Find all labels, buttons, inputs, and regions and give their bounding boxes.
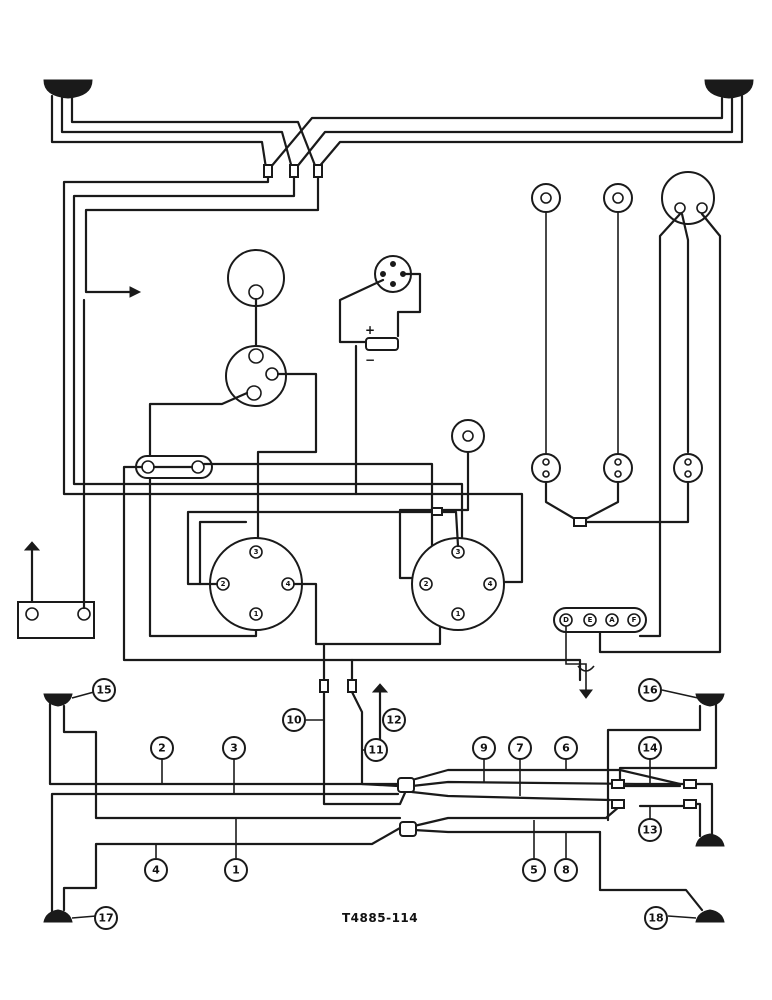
switch-right: 3 2 4 1: [411, 507, 505, 631]
callout-4: 4: [144, 858, 168, 882]
polarity-plug: [365, 337, 399, 351]
svg-text:2: 2: [221, 580, 226, 588]
svg-text:13: 13: [642, 824, 657, 837]
callout-8: 8: [554, 858, 578, 882]
connector-top-1: [263, 164, 273, 178]
ground-arrow-icon: [579, 689, 593, 699]
callout-10: 10: [282, 708, 306, 732]
minus-sign: −: [365, 353, 375, 367]
battery: [17, 298, 95, 639]
svg-text:6: 6: [562, 742, 570, 755]
svg-text:2: 2: [158, 742, 166, 755]
svg-text:15: 15: [96, 684, 111, 697]
svg-text:4: 4: [286, 580, 291, 588]
callout-11: 11: [364, 738, 388, 762]
svg-text:E: E: [588, 616, 593, 624]
connector-top-2: [289, 164, 299, 178]
svg-text:4: 4: [488, 580, 493, 588]
arrow-icon: [129, 286, 142, 298]
callout-16: 16: [638, 678, 662, 702]
right-lamps: D E A F: [531, 171, 722, 699]
callout-17: 17: [94, 906, 118, 930]
callout-7: 7: [508, 736, 532, 760]
plus-sign: +: [365, 323, 375, 337]
headlamp-left: [43, 79, 93, 99]
junction-block: [553, 607, 647, 633]
callout-12: 12: [382, 708, 406, 732]
callout-2: 2: [150, 736, 174, 760]
svg-text:1: 1: [232, 864, 240, 877]
callout-13: 13: [638, 818, 662, 842]
headlamp-right: [704, 79, 754, 99]
connector-top-3: [313, 164, 323, 178]
center-components: + −: [122, 249, 582, 682]
svg-text:14: 14: [642, 742, 658, 755]
svg-text:4: 4: [152, 864, 160, 877]
top-harness: [43, 79, 754, 584]
drawing-number: T4885-114: [342, 911, 418, 925]
svg-text:8: 8: [562, 864, 570, 877]
callout-5: 5: [522, 858, 546, 882]
svg-text:D: D: [563, 616, 569, 624]
ground-icon: [23, 541, 41, 551]
callout-3: 3: [222, 736, 246, 760]
callout-18: 18: [644, 906, 668, 930]
lower-harness: [43, 642, 725, 923]
rotary-switch: [225, 345, 287, 407]
svg-text:18: 18: [648, 912, 663, 925]
svg-text:10: 10: [286, 714, 302, 727]
svg-text:16: 16: [642, 684, 658, 697]
svg-text:9: 9: [480, 742, 488, 755]
svg-text:1: 1: [254, 610, 259, 618]
svg-text:3: 3: [230, 742, 238, 755]
svg-text:1: 1: [456, 610, 461, 618]
switch-left: 3 2 4 1: [186, 510, 460, 646]
svg-text:2: 2: [424, 580, 429, 588]
svg-text:3: 3: [456, 548, 461, 556]
callout-15: 15: [92, 678, 116, 702]
svg-text:A: A: [609, 616, 615, 624]
svg-text:F: F: [632, 616, 637, 624]
svg-text:3: 3: [254, 548, 259, 556]
svg-text:12: 12: [386, 714, 401, 727]
svg-text:11: 11: [368, 744, 383, 757]
svg-text:5: 5: [530, 864, 538, 877]
callout-14: 14: [638, 736, 662, 760]
callout-1: 1: [224, 858, 248, 882]
callout-9: 9: [472, 736, 496, 760]
svg-text:7: 7: [516, 742, 524, 755]
svg-text:17: 17: [98, 912, 113, 925]
callout-6: 6: [554, 736, 578, 760]
